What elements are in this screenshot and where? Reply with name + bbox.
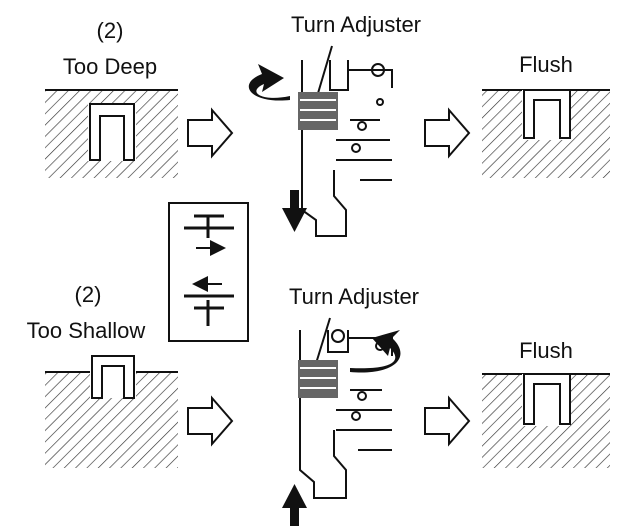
top-leader-line xyxy=(315,45,333,101)
top-row: (2) Too Deep Turn Adjuster xyxy=(45,12,610,237)
bottom-condition-label: Too Shallow xyxy=(27,318,146,343)
depth-direction-legend-icon xyxy=(168,202,249,342)
hollow-arrow-icon xyxy=(424,107,471,159)
top-flush-illustration xyxy=(482,89,610,178)
counterclockwise-rotate-icon xyxy=(248,64,290,101)
top-action-label: Turn Adjuster xyxy=(291,12,421,37)
bottom-flush-illustration xyxy=(482,373,610,468)
bottom-row: (2) Too Shallow Turn Adjuster xyxy=(27,282,610,526)
bottom-tool-nose xyxy=(298,329,393,499)
top-tool-nose xyxy=(298,60,393,237)
hollow-arrow-icon xyxy=(187,395,234,447)
bottom-result-label: Flush xyxy=(519,338,573,363)
too-shallow-illustration xyxy=(45,354,178,468)
bottom-number: (2) xyxy=(75,282,102,307)
too-deep-illustration xyxy=(45,89,178,178)
top-condition-label: Too Deep xyxy=(63,54,157,79)
top-result-label: Flush xyxy=(519,52,573,77)
hollow-arrow-icon xyxy=(187,107,234,159)
clockwise-rotate-icon xyxy=(350,330,401,373)
bottom-action-label: Turn Adjuster xyxy=(289,284,419,309)
hollow-arrow-icon xyxy=(424,395,471,447)
top-number: (2) xyxy=(97,18,124,43)
up-arrow-icon xyxy=(282,484,307,526)
down-arrow-icon xyxy=(282,190,307,232)
